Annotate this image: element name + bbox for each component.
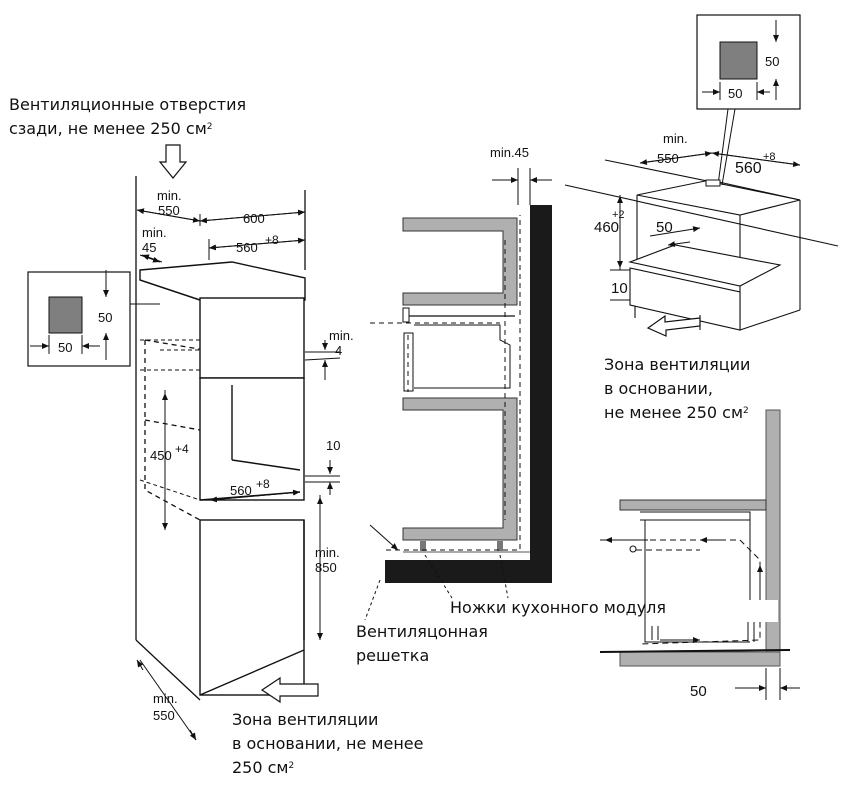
- dim-550-a: 550: [158, 203, 180, 218]
- label-base-left-line1: Зона вентиляции: [232, 710, 379, 729]
- dim-50-left-a: 50: [98, 310, 112, 325]
- base-vent-arrow-left: [260, 676, 319, 704]
- drawer-vent-inset: [696, 14, 801, 187]
- dim-min-850: min.: [315, 545, 340, 560]
- label-grille-line2: решетка: [356, 646, 430, 665]
- airflow-dashes: [370, 215, 521, 551]
- dim-450-tol: +4: [175, 442, 189, 456]
- cabinet-dimensions: [136, 208, 341, 741]
- rear-vent-arrow: [158, 144, 188, 179]
- dim-460-tol: +2: [612, 209, 625, 221]
- dim-550-b: 550: [153, 708, 175, 723]
- label-base-left-line3: 250 см2: [232, 758, 294, 778]
- oven-unit: [139, 261, 306, 696]
- section-dims: [364, 168, 552, 621]
- dim-min-550-c: min.: [663, 131, 688, 146]
- dim-560-c-tol: +8: [763, 151, 776, 163]
- label-base-right-line1: Зона вентиляции: [604, 355, 751, 374]
- label-rear-vent-sup: 2: [206, 122, 213, 132]
- base-vent-arrow-right: [646, 314, 701, 337]
- dim-560-a: 560: [236, 240, 258, 255]
- dim-600: 600: [243, 211, 265, 226]
- label-rear-vent-line1: Вентиляционные отверстия: [9, 95, 247, 114]
- dim-560-b-tol: +8: [256, 477, 270, 491]
- label-rear-vent-text: сзади, не менее 250 см: [9, 119, 207, 138]
- dim-50-inset-a: 50: [765, 54, 779, 69]
- dim-min-550-a: min.: [157, 188, 182, 203]
- vent-inset-left: [27, 270, 160, 367]
- label-base-right-line3: не менее 250 см2: [604, 403, 749, 423]
- dim-850: 850: [315, 560, 337, 575]
- label-base-right-text: не менее 250 см: [604, 403, 744, 422]
- dim-560-c: 560: [735, 160, 762, 177]
- dim-450: 450: [150, 448, 172, 463]
- drawer-box: [564, 159, 839, 331]
- section-view: [385, 205, 552, 583]
- cabinet-dash-lines: [139, 339, 201, 501]
- label-base-left-line2: в основании, не менее: [232, 734, 424, 753]
- dim-50-side: 50: [690, 683, 707, 700]
- dim-4: 4: [335, 343, 342, 358]
- dim-min45-top: min.45: [490, 145, 529, 160]
- dim-min-4: min.: [329, 328, 354, 343]
- dim-550-c: 550: [657, 151, 679, 166]
- dim-min-550-b: min.: [153, 691, 178, 706]
- label-legs: Ножки кухонного модуля: [450, 598, 667, 617]
- dim-50-left-b: 50: [58, 340, 72, 355]
- dim-10-left: 10: [326, 438, 340, 453]
- drawer-dims: [617, 150, 801, 270]
- dim-560-a-tol: +8: [265, 233, 279, 247]
- label-rear-vent-line2: сзади, не менее 250 см2: [9, 119, 213, 139]
- dim-min-45: min.: [142, 225, 167, 240]
- label-base-left-sup: 2: [288, 761, 295, 771]
- dim-50-inset-b: 50: [728, 86, 742, 101]
- dim-50-drawer: 50: [656, 219, 673, 236]
- label-base-left-text: 250 см: [232, 758, 289, 777]
- dim-10-drawer: 10: [611, 280, 628, 297]
- label-grille-line1: Вентиляцонная: [356, 622, 488, 641]
- dim-560-b: 560: [230, 483, 252, 498]
- tall-cabinet: [135, 176, 306, 701]
- label-base-right-sup: 2: [743, 406, 749, 416]
- label-base-right-line2: в основании,: [604, 379, 713, 398]
- dim-45: 45: [142, 240, 156, 255]
- side-section: [599, 409, 800, 700]
- dim-460: 460: [594, 219, 619, 236]
